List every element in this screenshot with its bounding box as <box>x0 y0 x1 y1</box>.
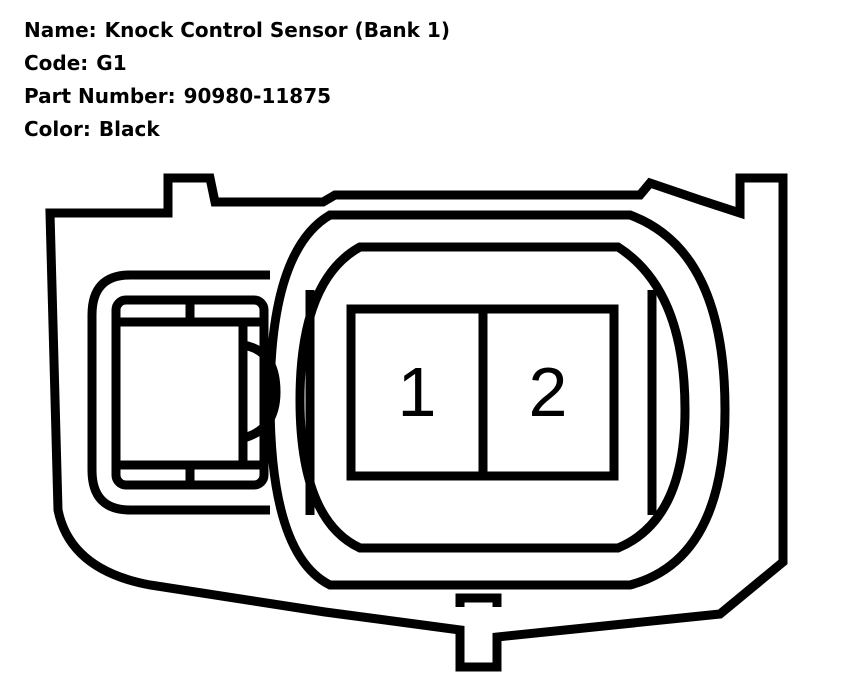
part-number-label: Part Number: <box>24 84 176 108</box>
code-row: Code: G1 <box>24 47 450 80</box>
lock-tab-bump <box>241 340 281 443</box>
connector-info-block: Name: Knock Control Sensor (Bank 1) Code:… <box>24 14 450 146</box>
code-value: G1 <box>96 51 127 75</box>
connector-inner-shell <box>265 210 730 590</box>
connector-cavity <box>295 242 690 553</box>
pin-2-label: 2 <box>529 353 568 431</box>
name-row: Name: Knock Control Sensor (Bank 1) <box>24 14 450 47</box>
connector-housing-outline <box>45 173 788 672</box>
part-number-row: Part Number: 90980-11875 <box>24 80 450 113</box>
part-number-value: 90980-11875 <box>183 84 332 108</box>
name-label: Name: <box>24 18 97 42</box>
color-row: Color: Black <box>24 113 450 146</box>
lock-tab-outer <box>87 270 270 515</box>
pin-1-label: 1 <box>398 353 437 431</box>
latch-groove <box>455 593 502 607</box>
name-value: Knock Control Sensor (Bank 1) <box>104 18 450 42</box>
code-label: Code: <box>24 51 89 75</box>
color-label: Color: <box>24 117 91 141</box>
color-value: Black <box>98 117 160 141</box>
